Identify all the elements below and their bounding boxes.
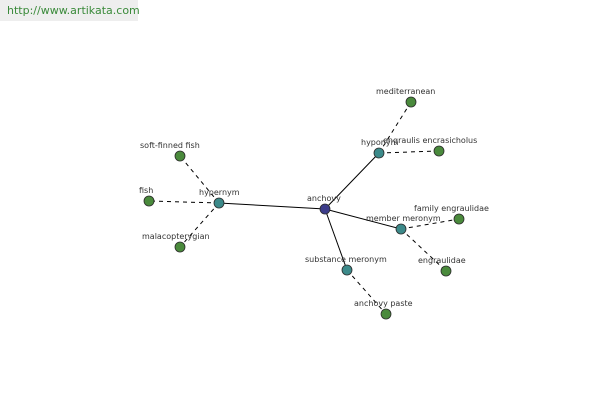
label-mediterranean[interactable]: mediterranean: [376, 87, 435, 96]
label-family-engraulidae[interactable]: family engraulidae: [414, 204, 489, 213]
graph-nodes: [143, 96, 465, 320]
edge-hypernym-soft-finned-fish: [179, 155, 220, 204]
node-hyponym[interactable]: [373, 147, 385, 159]
edge-member-meronym-engraulidae: [400, 228, 447, 272]
graph-edges: [148, 101, 460, 315]
node-family-engraulidae[interactable]: [453, 213, 465, 225]
edge-substance-meronym-anchovy-paste: [346, 269, 387, 315]
label-anchovy-paste[interactable]: anchovy paste: [354, 299, 413, 308]
node-hypernym[interactable]: [213, 197, 225, 209]
edge-hypernym-fish: [148, 200, 220, 204]
edge-anchovy-hypernym: [218, 202, 326, 210]
node-substance-meronym[interactable]: [341, 264, 353, 276]
label-hypernym[interactable]: hypernym: [199, 188, 240, 197]
node-soft-finned-fish[interactable]: [174, 150, 186, 162]
label-member-meronym[interactable]: member meronym: [366, 214, 441, 223]
node-fish[interactable]: [143, 195, 155, 207]
label-anchovy[interactable]: anchovy: [307, 194, 341, 203]
node-malacopterygian[interactable]: [174, 241, 186, 253]
node-anchovy-paste[interactable]: [380, 308, 392, 320]
url-bar: http://www.artikata.com: [0, 0, 140, 21]
node-engraulis-encrasicholus[interactable]: [433, 145, 445, 157]
node-engraulidae[interactable]: [440, 265, 452, 277]
edge-hyponym-mediterranean: [378, 101, 412, 154]
edge-anchovy-hyponym: [324, 152, 380, 210]
label-fish[interactable]: fish: [139, 186, 153, 195]
edge-anchovy-member-meronym: [324, 208, 402, 230]
edge-anchovy-substance-meronym: [324, 208, 348, 271]
edge-hypernym-malacopterygian: [179, 202, 220, 248]
label-malacopterygian[interactable]: malacopterygian: [142, 232, 210, 241]
node-member-meronym[interactable]: [395, 223, 407, 235]
node-mediterranean[interactable]: [405, 96, 417, 108]
label-hyponym[interactable]: hyponym: [361, 138, 399, 147]
graph-labels: anchovy hypernym soft-finned fish fish malac…: [139, 87, 489, 308]
node-anchovy[interactable]: [319, 203, 331, 215]
label-soft-finned-fish[interactable]: soft-finned fish: [140, 141, 200, 150]
label-substance-meronym[interactable]: substance meronym: [305, 255, 387, 264]
label-engraulidae[interactable]: engraulidae: [418, 256, 466, 265]
site-url-link[interactable]: http://www.artikata.com: [7, 4, 140, 17]
edge-hyponym-engraulis-encrasicholus: [378, 150, 440, 154]
edge-member-meronym-family-engraulidae: [400, 218, 460, 230]
label-engraulis-encrasicholus[interactable]: engraulis encrasicholus: [383, 136, 477, 145]
